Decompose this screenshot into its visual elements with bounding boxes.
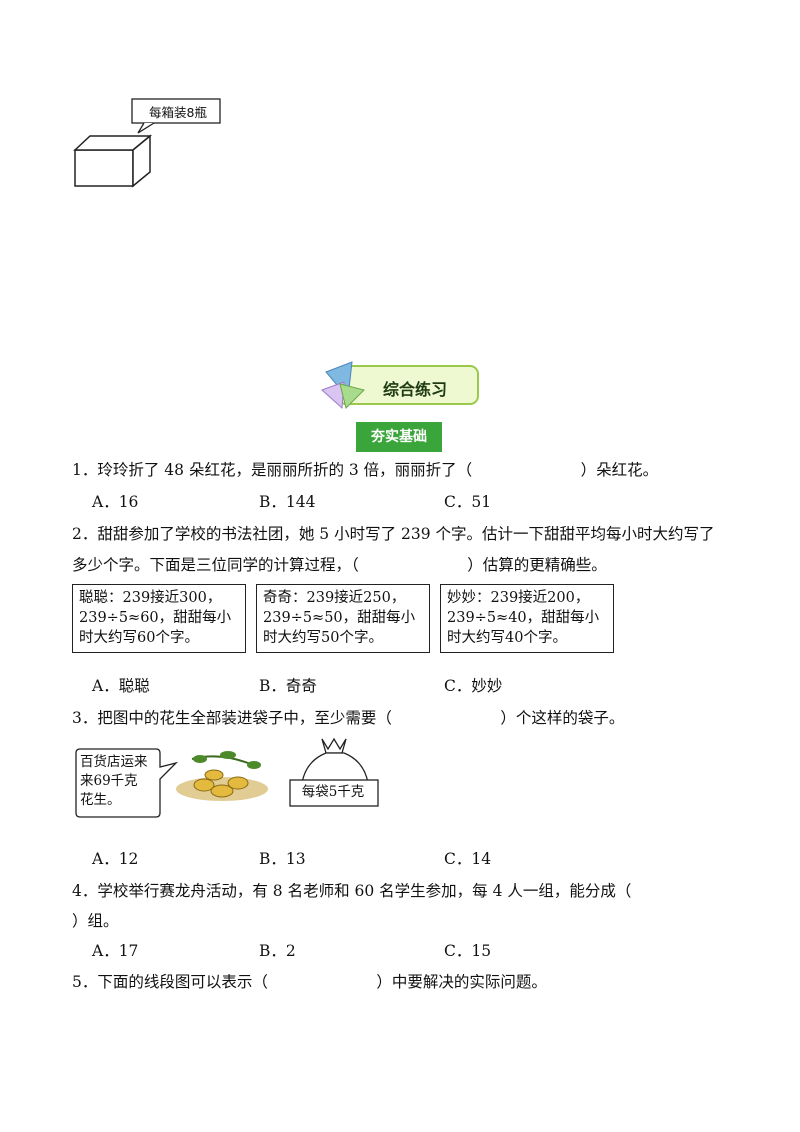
section-title: 综合练习 [382,380,447,399]
box-line: 时大约写40个字。 [447,630,567,646]
question-4-text-line-2: ）组。 [72,912,119,930]
question-1-option-b[interactable]: B．144 [259,493,316,511]
question-5-text: 5．下面的线段图可以表示（ ）中要解决的实际问题。 [72,973,547,991]
question-3-option-c[interactable]: C．14 [444,850,492,868]
question-3-option-b[interactable]: B．13 [259,850,306,868]
question-1-text: 1．玲玲折了 48 朵红花，是丽丽所折的 3 倍，丽丽折了（ ）朵红花。 [72,461,659,479]
answer-box-qiqi: 奇奇：239接近250， 239÷5≈50，甜甜每小 时大约写50个字。 [256,584,430,653]
box-line: 239÷5≈40，甜甜每小 [447,610,600,626]
question-2-option-b[interactable]: B．奇奇 [259,677,317,695]
box-line: 妙妙：239接近200， [447,590,590,606]
box-callout-text: 每箱装8瓶 [149,105,207,120]
box-line: 239÷5≈50，甜甜每小 [263,610,416,626]
question-2-option-a[interactable]: A．聪聪 [92,677,150,695]
header-banner [321,361,479,410]
callout-line: 来69千克 [80,773,138,789]
box-line: 239÷5≈60，甜甜每小 [79,610,232,626]
peanut-callout: 百货店运来 来69千克 花生。 [80,753,148,810]
question-3-option-a[interactable]: A．12 [92,850,139,868]
bag-illustration [289,737,379,807]
answer-box-congcong: 聪聪：239接近300， 239÷5≈60，甜甜每小 时大约写60个字。 [72,584,246,653]
question-2-text-line-2: 多少个字。下面是三位同学的计算过程，（ ）估算的更精确些。 [72,556,607,574]
question-2-option-c[interactable]: C．妙妙 [444,677,503,695]
question-1-option-a[interactable]: A．16 [92,493,139,511]
question-3-text: 3．把图中的花生全部装进袋子中，至少需要（ ）个这样的袋子。 [72,709,625,727]
bag-label: 每袋5千克 [301,784,365,800]
question-1-option-c[interactable]: C．51 [444,493,492,511]
question-2-text-line-1: 2．甜甜参加了学校的书法社团，她 5 小时写了 239 个字。估计一下甜甜平均每… [72,525,715,543]
question-4-option-a[interactable]: A．17 [92,942,139,960]
box-illustration [73,98,221,188]
callout-line: 花生。 [80,792,121,808]
section-subtitle: 夯实基础 [356,422,442,452]
box-line: 时大约写60个字。 [79,630,199,646]
answer-box-miaomiao: 妙妙：239接近200， 239÷5≈40，甜甜每小 时大约写40个字。 [440,584,614,653]
box-line: 奇奇：239接近250， [263,590,406,606]
question-4-option-c[interactable]: C．15 [444,942,492,960]
callout-line: 百货店运来 [80,754,148,770]
box-line: 时大约写50个字。 [263,630,383,646]
peanut-illustration [75,748,268,818]
box-line: 聪聪：239接近300， [79,590,222,606]
question-4-option-b[interactable]: B．2 [259,942,296,960]
question-4-text-line-1: 4．学校举行赛龙舟活动，有 8 名老师和 60 名学生参加，每 4 人一组，能分… [72,882,632,900]
